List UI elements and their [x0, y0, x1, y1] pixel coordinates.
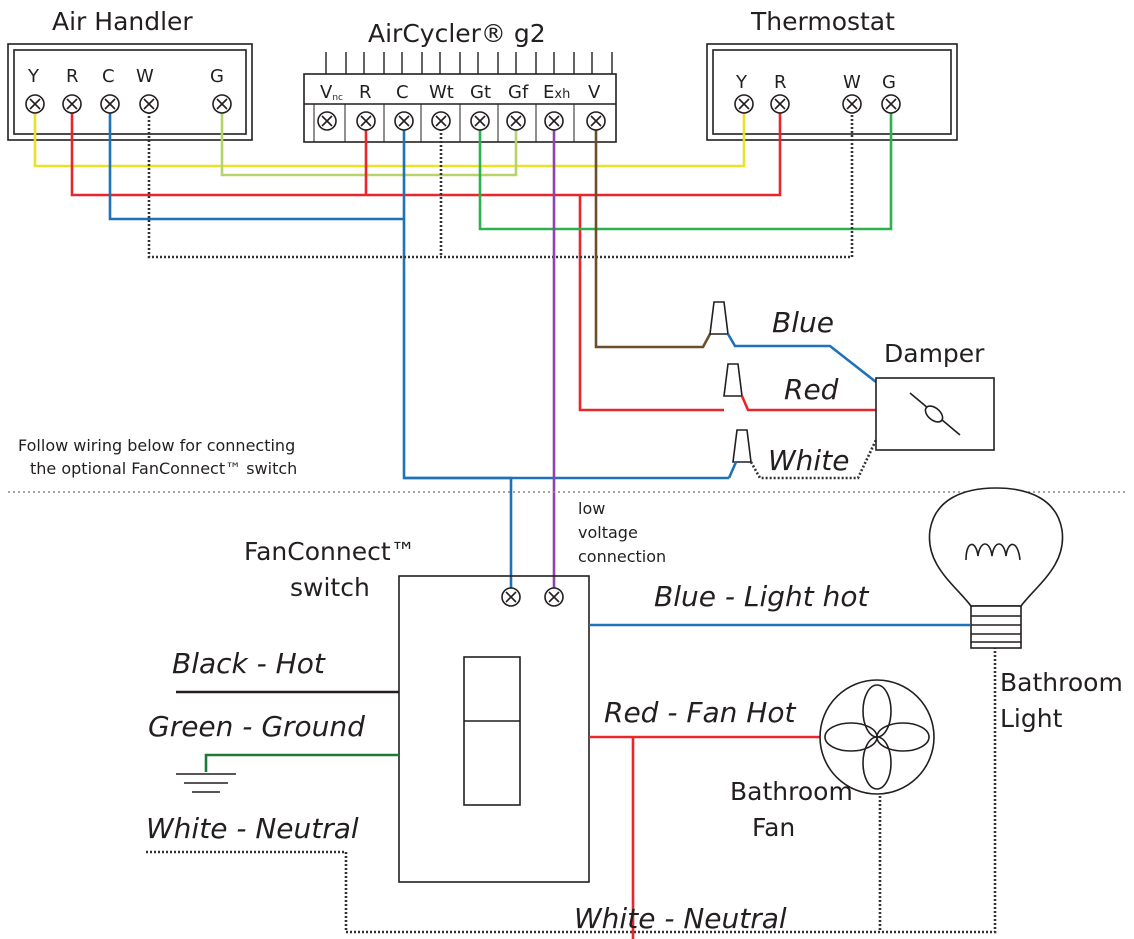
- air-handler-box: [7, 43, 253, 141]
- ac-terminal-v: V: [588, 82, 601, 103]
- bathroom-light-line1: Bathroom: [1000, 668, 1123, 697]
- wire-green-ground: [204, 753, 399, 772]
- wire-light-green: [220, 104, 518, 177]
- white-neutral-bottom-label: White - Neutral: [574, 902, 787, 935]
- damper-white-label: White: [768, 444, 849, 477]
- wire-dotted-w: [147, 104, 854, 259]
- ac-terminal-gf: Gf: [508, 82, 529, 103]
- wire-red-to-damper: [740, 395, 876, 412]
- ac-terminal-vnc: Vnc: [320, 82, 343, 103]
- wire-white-neutral: [146, 648, 997, 934]
- wire-nut-white: [732, 429, 752, 463]
- ts-terminal-g: G: [882, 72, 896, 93]
- blue-light-hot-label: Blue - Light hot: [654, 580, 870, 613]
- light-bulb-icon: [928, 487, 1064, 649]
- wire-blue-ah: [108, 104, 404, 221]
- ac-terminal-c: C: [396, 82, 409, 103]
- black-hot-label: Black - Hot: [172, 647, 326, 680]
- ts-terminal-y: Y: [735, 72, 748, 93]
- wire-brown-v: [594, 121, 712, 349]
- switch-title-line2: switch: [290, 573, 370, 602]
- ac-terminal-gt: Gt: [470, 82, 491, 103]
- bathroom-fan-line1: Bathroom: [730, 777, 853, 806]
- ah-terminal-w: W: [136, 66, 154, 87]
- low-voltage-line1: low: [578, 499, 605, 518]
- white-neutral-left-label: White - Neutral: [146, 812, 359, 845]
- ah-terminal-y: Y: [27, 66, 40, 87]
- follow-note-line2: the optional FanConnect™ switch: [30, 459, 297, 478]
- screw-terminals-top: [25, 94, 901, 131]
- bathroom-fan-line2: Fan: [752, 813, 795, 842]
- air-handler-title: Air Handler: [52, 7, 193, 36]
- aircycler-title: AirCycler® g2: [368, 19, 546, 48]
- wire-yellow: [33, 104, 746, 168]
- ah-terminal-c: C: [102, 66, 115, 87]
- ac-terminal-wt: Wt: [429, 82, 454, 103]
- thermostat-title: Thermostat: [750, 7, 895, 36]
- damper-title: Damper: [884, 339, 985, 368]
- wire-green-gt: [478, 104, 893, 231]
- ah-terminal-r: R: [66, 66, 79, 87]
- ac-terminal-r: R: [359, 82, 372, 103]
- damper-red-label: Red: [784, 373, 839, 406]
- switch-title-line1: FanConnect™: [244, 537, 416, 566]
- ts-terminal-r: R: [774, 72, 787, 93]
- thermostat-box: [706, 43, 958, 141]
- wire-blue-low-voltage: [404, 476, 513, 594]
- follow-note-line1: Follow wiring below for connecting: [18, 436, 295, 455]
- wire-nut-red: [723, 363, 743, 397]
- damper-blue-label: Blue: [772, 306, 834, 339]
- fanconnect-switch-box: [398, 575, 590, 883]
- ac-terminal-exh: Exh: [543, 82, 570, 103]
- red-fan-hot-label: Red - Fan Hot: [604, 696, 796, 729]
- damper-box: [875, 377, 995, 451]
- wire-blue-damper: [726, 333, 877, 384]
- low-voltage-line2: voltage: [578, 523, 638, 542]
- bathroom-light-line2: Light: [1000, 704, 1063, 733]
- wire-red: [70, 104, 782, 197]
- ts-terminal-w: W: [843, 72, 861, 93]
- low-voltage-line3: connection: [578, 547, 666, 566]
- wire-blue-to-white-nut: [727, 461, 738, 479]
- aircycler-block: [303, 52, 617, 143]
- green-ground-label: Green - Ground: [148, 710, 365, 743]
- ah-terminal-g: G: [210, 66, 224, 87]
- ground-symbol: [176, 773, 236, 793]
- fan-icon: [819, 679, 935, 795]
- wire-white-damper: [749, 439, 878, 480]
- switch-screw-terminals: [501, 587, 564, 607]
- wire-nut-blue: [709, 301, 729, 335]
- wire-red-damper: [578, 195, 724, 412]
